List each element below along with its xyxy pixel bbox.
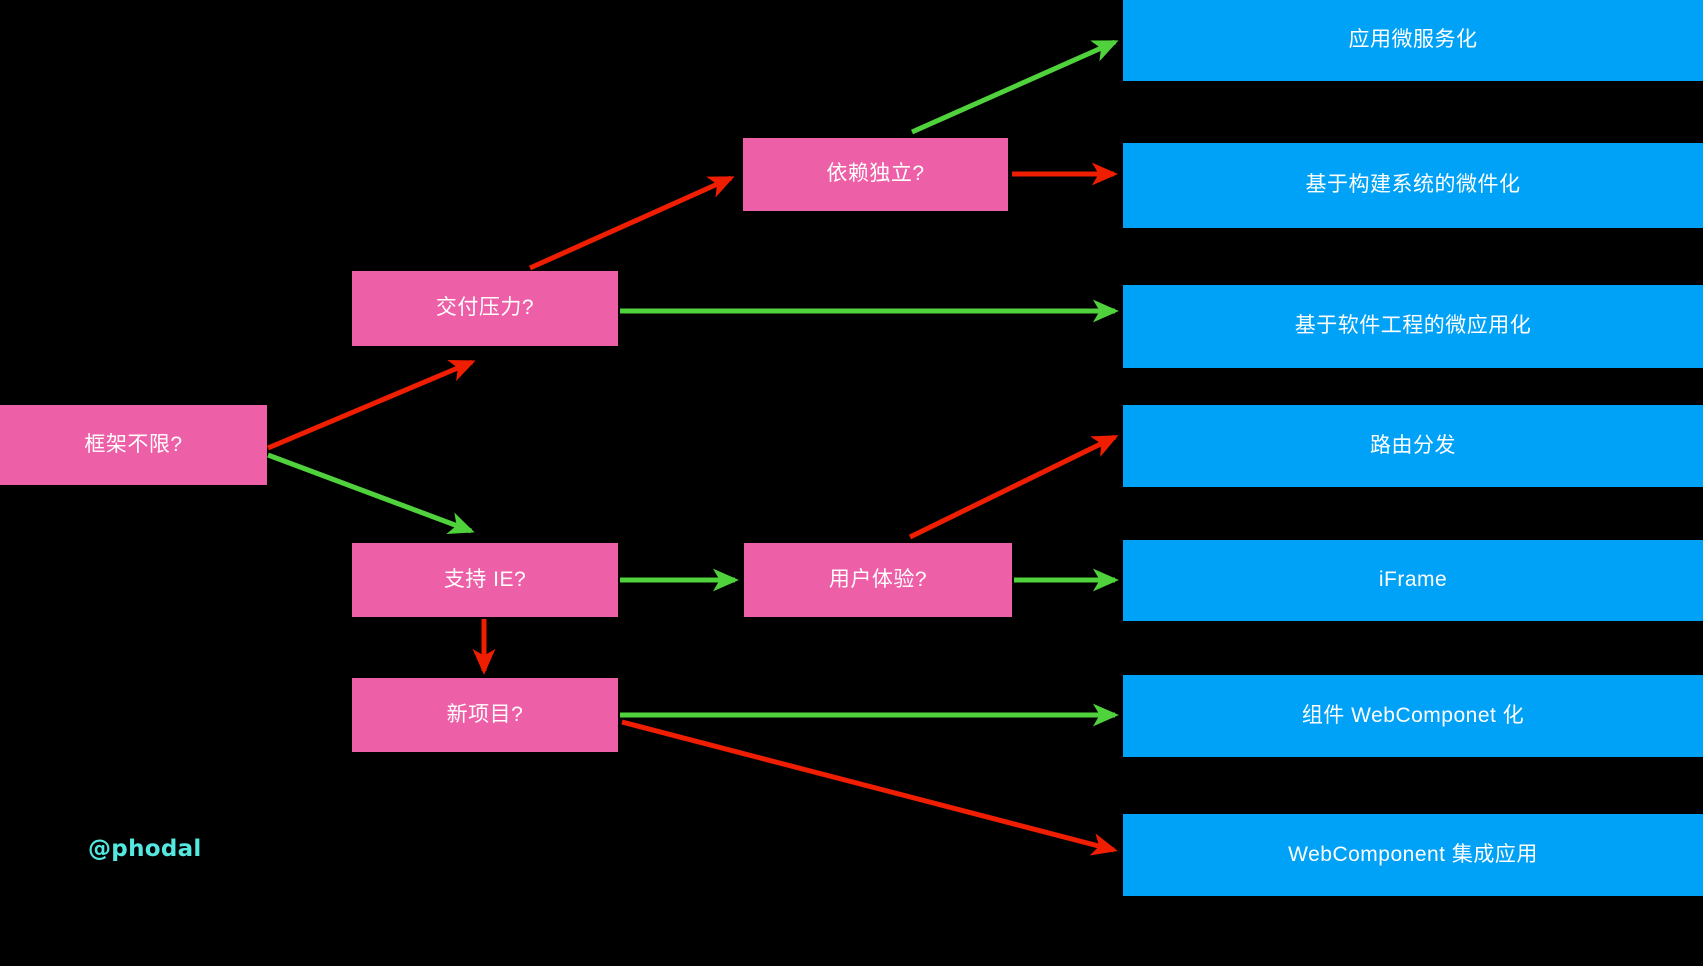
node-label: 基于软件工程的微应用化 [1294,314,1532,338]
watermark: @phodal [88,836,202,862]
decision-node-newproject[interactable]: 新项目? [352,678,618,752]
outcome-node-build-micro[interactable]: 基于构建系统的微件化 [1123,143,1703,228]
outcome-node-routing[interactable]: 路由分发 [1123,405,1703,487]
node-label: WebComponent 集成应用 [1288,842,1538,866]
edge-delivery-to-dependency [528,175,735,271]
decision-node-ux[interactable]: 用户体验? [744,543,1012,617]
node-label: 组件 WebComponet 化 [1301,703,1525,727]
outcome-node-engineering[interactable]: 基于软件工程的微应用化 [1123,285,1703,368]
node-label: 依赖独立? [826,162,925,186]
node-label: 路由分发 [1370,433,1456,457]
outcome-node-webcomponent-app[interactable]: WebComponent 集成应用 [1123,814,1703,896]
outcome-node-microservice[interactable]: 应用微服务化 [1123,0,1703,81]
decision-node-framework[interactable]: 框架不限? [0,405,267,485]
decision-node-delivery[interactable]: 交付压力? [352,271,618,346]
outcome-node-webcomponet[interactable]: 组件 WebComponet 化 [1123,675,1703,757]
node-label: 用户体验? [828,567,928,591]
node-label: 框架不限? [84,432,183,456]
edge-newproject-to-wc-app [621,719,1118,856]
decision-node-dependency[interactable]: 依赖独立? [743,138,1008,211]
outcome-node-iframe[interactable]: iFrame [1123,540,1703,621]
decision-node-ie[interactable]: 支持 IE? [352,543,618,617]
edge-dependency-to-microservice [910,39,1119,135]
edge-framework-to-delivery [267,359,476,451]
node-label: 基于构建系统的微件化 [1305,173,1521,197]
node-label: 交付压力? [435,296,535,320]
node-label: 支持 IE? [443,567,527,591]
edge-framework-to-ie [267,452,475,534]
node-label: 应用微服务化 [1348,28,1478,52]
node-label: iFrame [1378,568,1448,592]
node-label: 新项目? [446,702,524,726]
edge-ux-to-routing [908,434,1119,540]
